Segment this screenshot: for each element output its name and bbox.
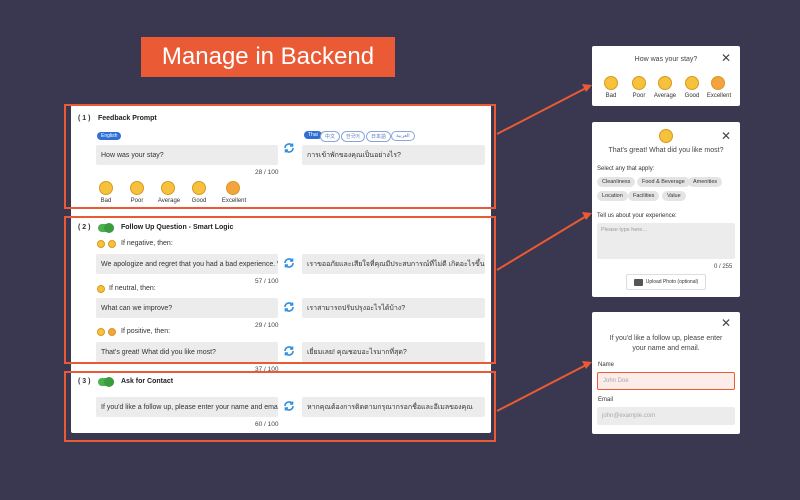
chip-facilities[interactable]: Facilities	[628, 191, 660, 201]
chip-cleanliness[interactable]: Cleanliness	[597, 177, 636, 187]
char-counter: 29 / 100	[255, 322, 279, 329]
ask-contact-toggle[interactable]	[98, 377, 114, 387]
rating-poor-emoji-icon[interactable]	[130, 181, 144, 195]
name-label: Name	[598, 362, 615, 368]
positive-source-input[interactable]: That's great! What did you like most?	[96, 342, 278, 362]
rating-excellent-emoji-icon[interactable]	[226, 181, 240, 195]
chip-location[interactable]: Location	[597, 191, 628, 201]
contact-prompt-line-2: your name and email.	[632, 345, 700, 352]
contact-source-input[interactable]: If you'd like a follow up, please enter …	[96, 397, 278, 417]
contact-preview-card: ✕ If you'd like a follow up, please ente…	[592, 312, 740, 434]
negative-condition-label: If negative, then:	[121, 240, 173, 247]
close-icon[interactable]: ✕	[721, 51, 732, 65]
neutral-translated-input[interactable]: เราสามารถปรับปรุงอะไรได้บ้าง?	[302, 298, 485, 318]
rating-label: Bad	[100, 198, 112, 204]
good-emoji-icon	[97, 328, 105, 336]
rating-bad-emoji-icon[interactable]	[99, 181, 113, 195]
positive-translated-input[interactable]: เยี่ยมเลย! คุณชอบอะไรมากที่สุด?	[302, 342, 485, 362]
translate-sync-icon[interactable]	[282, 344, 296, 358]
lang-tab-chinese[interactable]: 中文	[320, 131, 341, 142]
rating-average-emoji-icon[interactable]	[161, 181, 175, 195]
close-icon[interactable]: ✕	[721, 129, 732, 143]
section-1-number: ( 1 )	[78, 115, 91, 122]
section-1-title: Feedback Prompt	[98, 115, 157, 122]
chip-amenities[interactable]: Amenities	[688, 177, 723, 187]
close-icon[interactable]: ✕	[721, 316, 732, 330]
backend-panel: ( 1 ) Feedback Prompt English Thai 中文 한국…	[71, 105, 491, 433]
experience-textarea[interactable]: Please type here...	[597, 223, 735, 259]
rating-question: How was your stay?	[634, 56, 698, 63]
negative-source-input[interactable]: We apologize and regret that you had a b…	[96, 254, 278, 274]
upload-photo-button[interactable]: Upload Photo (optional)	[626, 274, 706, 290]
rating-average-emoji-icon[interactable]	[658, 76, 672, 90]
char-counter: 60 / 100	[255, 421, 279, 428]
rating-bad-emoji-icon[interactable]	[604, 76, 618, 90]
rating-label: Bad	[605, 93, 617, 99]
rating-preview-card: How was your stay? ✕ Bad Poor Average Go…	[592, 46, 740, 106]
lang-tab-arabic[interactable]: العربية	[391, 131, 415, 141]
rating-label: Average	[653, 93, 677, 99]
lang-tab-korean[interactable]: 한국어	[341, 131, 365, 142]
rating-label: Good	[191, 198, 207, 204]
rating-excellent-emoji-icon[interactable]	[711, 76, 725, 90]
grinning-emoji-icon	[659, 129, 673, 143]
lang-tab-japanese[interactable]: 日本語	[366, 131, 392, 142]
translate-sync-icon[interactable]	[282, 256, 296, 270]
poor-emoji-icon	[108, 240, 116, 248]
negative-translated-input[interactable]: เราขออภัยและเสียใจที่คุณมีประสบการณ์ที่ไ…	[302, 254, 485, 274]
char-counter: 37 / 100	[255, 366, 279, 373]
chip-value[interactable]: Value	[662, 191, 686, 201]
rating-label: Excellent	[706, 93, 732, 99]
section-3-title: Ask for Contact	[121, 378, 174, 385]
camera-icon	[633, 278, 643, 286]
translate-sync-icon[interactable]	[282, 141, 296, 155]
email-label: Email	[598, 397, 614, 403]
follow-up-preview-card: ✕ That's great! What did you like most? …	[592, 122, 740, 297]
rating-label: Average	[157, 198, 181, 204]
char-counter: 28 / 100	[255, 169, 279, 176]
feedback-prompt-source-input[interactable]: How was your stay?	[96, 145, 278, 165]
translate-sync-icon[interactable]	[282, 399, 296, 413]
translate-sync-icon[interactable]	[282, 300, 296, 314]
rating-label: Poor	[632, 93, 646, 99]
email-input[interactable]: john@example.com	[597, 407, 735, 425]
lang-tab-english[interactable]: English	[97, 132, 122, 140]
char-counter: 57 / 100	[255, 278, 279, 285]
section-3-number: ( 3 )	[78, 378, 91, 385]
section-2-title: Follow Up Question - Smart Logic	[121, 224, 234, 231]
bad-emoji-icon	[97, 240, 105, 248]
rating-good-emoji-icon[interactable]	[685, 76, 699, 90]
rating-label: Good	[684, 93, 700, 99]
section-2-number: ( 2 )	[78, 224, 91, 231]
neutral-condition-label: If neutral, then:	[109, 285, 156, 292]
rating-poor-emoji-icon[interactable]	[632, 76, 646, 90]
char-counter: 0 / 255	[714, 264, 733, 270]
page-title: Manage in Backend	[141, 37, 395, 77]
neutral-source-input[interactable]: What can we improve?	[96, 298, 278, 318]
rating-label: Excellent	[221, 198, 247, 204]
select-label: Select any that apply:	[597, 166, 655, 172]
average-emoji-icon	[97, 285, 105, 293]
rating-good-emoji-icon[interactable]	[192, 181, 206, 195]
rating-label: Poor	[130, 198, 144, 204]
contact-prompt-line-1: If you'd like a follow up, please enter	[609, 335, 723, 342]
excellent-emoji-icon	[108, 328, 116, 336]
positive-condition-label: If positive, then:	[121, 328, 171, 335]
follow-up-heading: That's great! What did you like most?	[608, 147, 724, 154]
tell-us-label: Tell us about your experience:	[597, 213, 677, 219]
name-input[interactable]: John Doe	[597, 372, 735, 390]
chip-food-beverage[interactable]: Food & Beverage	[637, 177, 690, 187]
contact-translated-input[interactable]: หากคุณต้องการติดตามกรุณากรอกชื่อและอีเมล…	[302, 397, 485, 417]
feedback-prompt-translated-input[interactable]: การเข้าพักของคุณเป็นอย่างไร?	[302, 145, 485, 165]
lang-tab-thai[interactable]: Thai	[304, 131, 322, 139]
upload-label: Upload Photo (optional)	[645, 279, 699, 285]
follow-up-toggle[interactable]	[98, 223, 114, 233]
